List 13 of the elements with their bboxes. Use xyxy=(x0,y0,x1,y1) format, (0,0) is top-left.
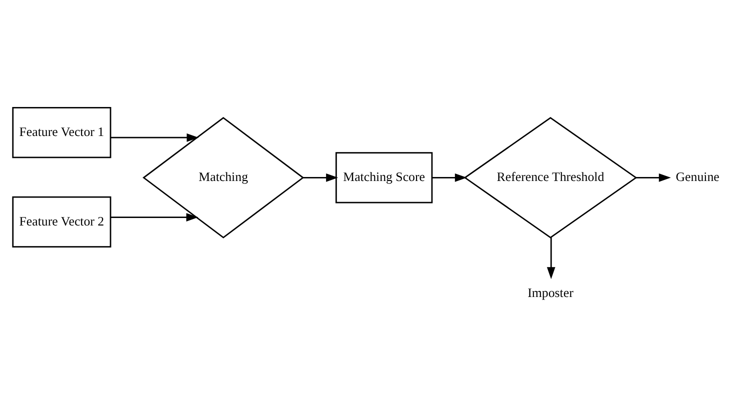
arrow xyxy=(110,132,199,142)
node-box: Feature Vector 2 xyxy=(12,196,112,247)
node-diamond: Reference Threshold xyxy=(464,116,638,238)
arrow xyxy=(303,172,338,182)
node-text: Imposter xyxy=(528,286,574,300)
arrow xyxy=(636,172,671,182)
node-diamond: Matching xyxy=(142,116,304,238)
node-box: Feature Vector 1 xyxy=(12,106,112,158)
node-text: Genuine xyxy=(676,170,720,184)
node-box: Matching Score xyxy=(335,152,433,203)
arrow xyxy=(432,172,467,182)
arrow xyxy=(546,236,556,279)
arrow xyxy=(110,212,198,221)
